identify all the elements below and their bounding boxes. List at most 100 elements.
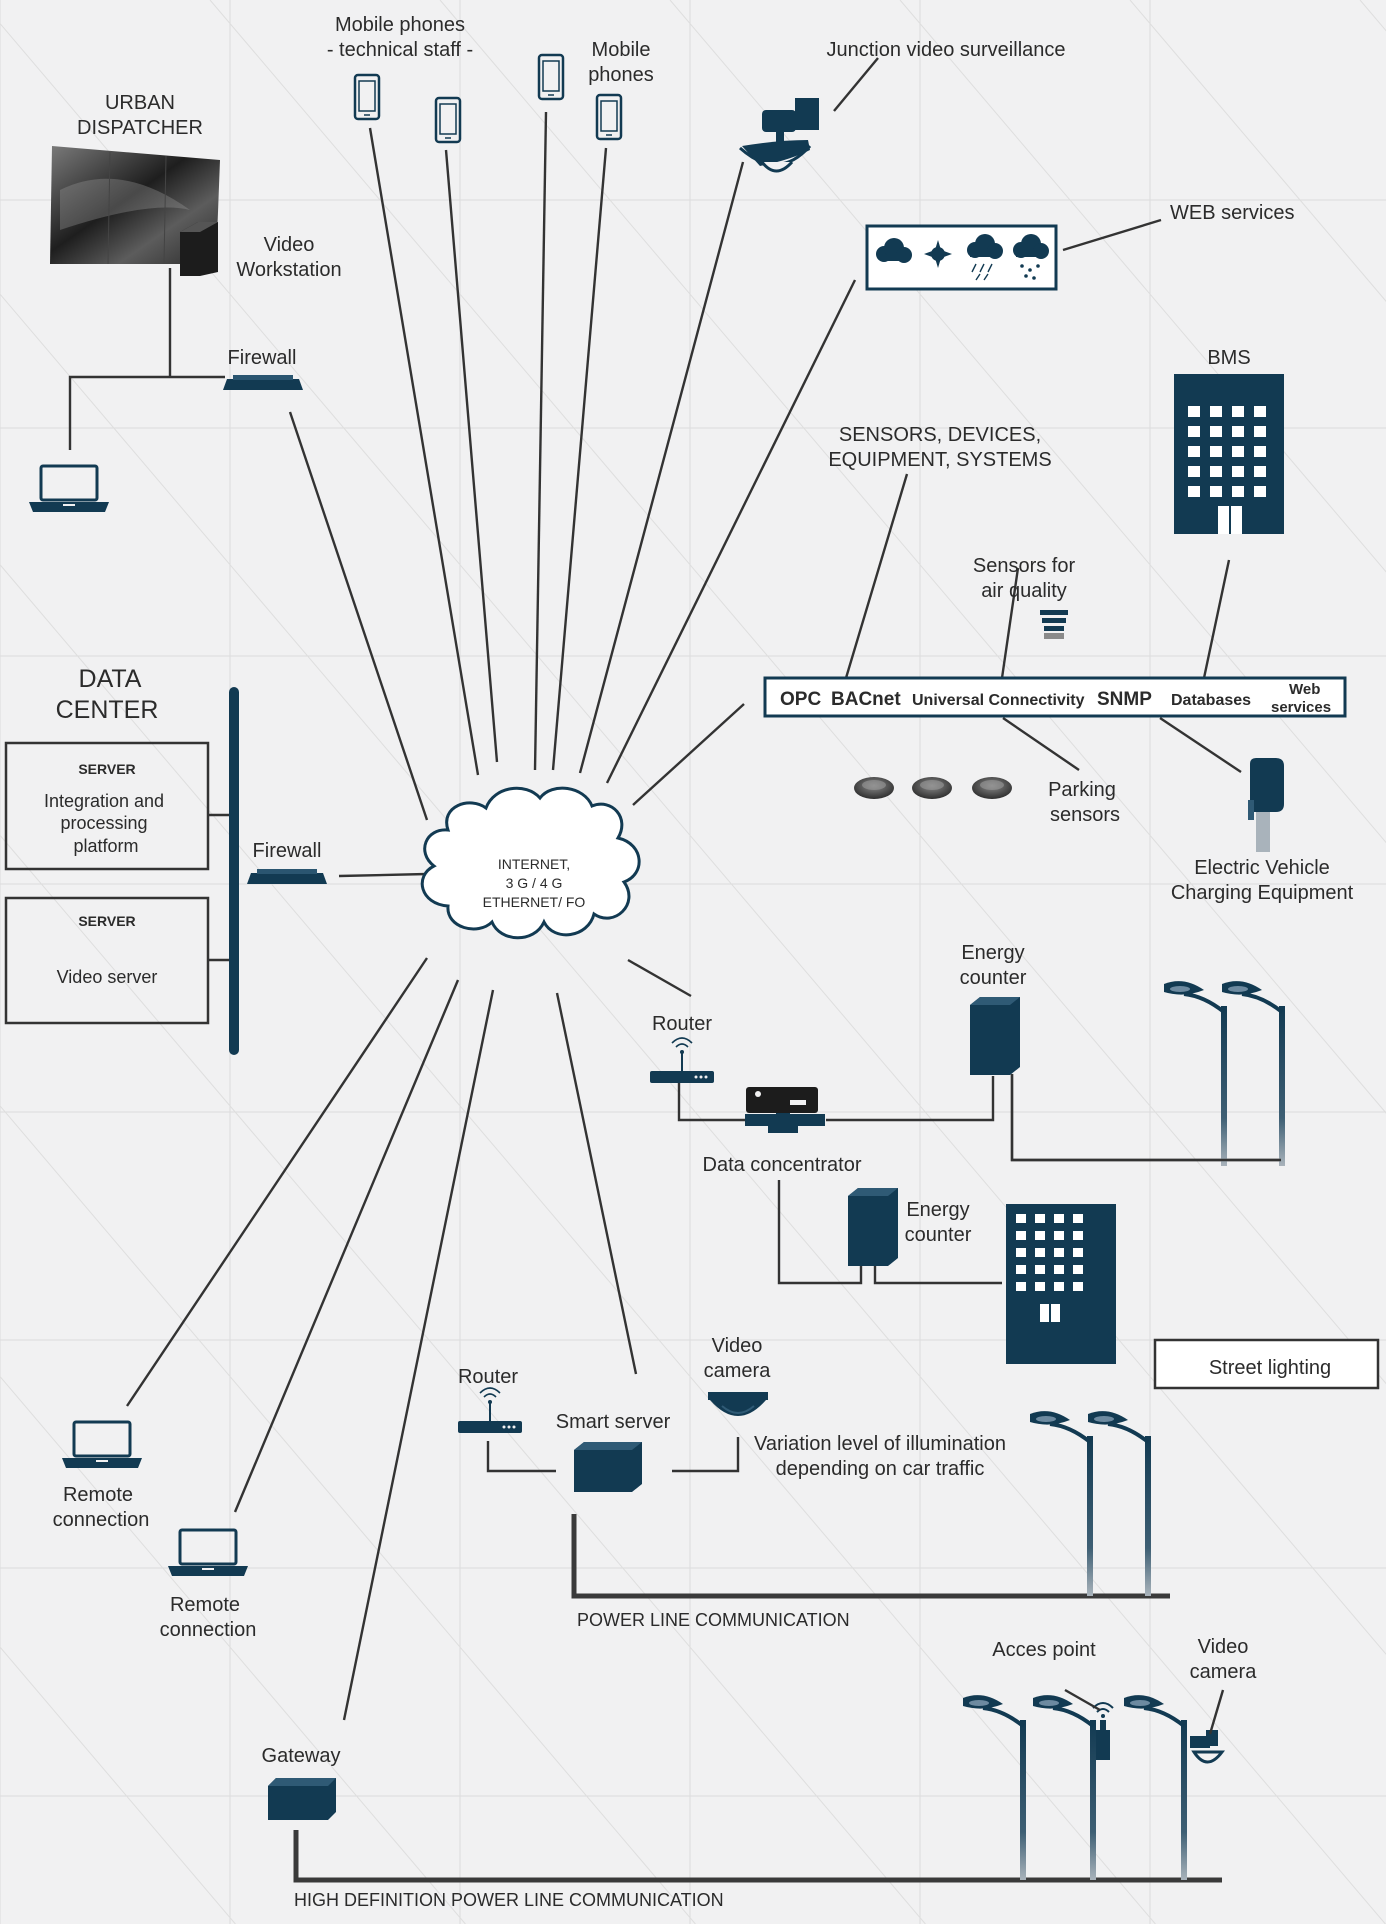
street-lighting-box (1153, 1338, 1380, 1390)
street-lighting-label: Street lighting (1209, 1357, 1331, 1379)
server1-body-1: Integration and (44, 791, 164, 811)
video-workstation-label-2: Workstation (236, 259, 341, 281)
protocol-bacnet: BACnet (831, 689, 901, 710)
cloud-label-3: ETHERNET/ FO (483, 894, 586, 910)
video-camera-1-label-1: Video (712, 1335, 763, 1357)
remote-2-label-2: connection (160, 1619, 257, 1641)
server2-heading: SERVER (78, 913, 135, 929)
laptop-icon (166, 1528, 250, 1578)
plc-label: POWER LINE COMMUNICATION (577, 1610, 850, 1630)
variation-label-1: Variation level of illumination (754, 1433, 1006, 1455)
protocol-universal: Universal Connectivity (912, 692, 1085, 709)
workstation-icon (180, 222, 218, 276)
server-box-video (4, 896, 210, 1025)
bms-label: BMS (1207, 347, 1250, 369)
mobile-phones-label-2: phones (588, 64, 654, 86)
firewall-icon (223, 375, 303, 390)
server2-body: Video server (57, 967, 158, 987)
video-camera-2-label-2: camera (1190, 1661, 1258, 1683)
access-point-icon (1092, 1702, 1114, 1760)
protocol-snmp: SNMP (1097, 689, 1152, 710)
sensors-devices-label-2: EQUIPMENT, SYSTEMS (828, 449, 1051, 471)
bus-lines (229, 687, 1222, 1883)
cloud-label-2: 3 G / 4 G (506, 875, 563, 891)
streetlight-icon (1122, 1693, 1189, 1882)
firewall-top-label: Firewall (228, 347, 297, 369)
weather-icon (865, 224, 1058, 291)
gateway-icon (268, 1778, 336, 1820)
cloud-label-1: INTERNET, (498, 856, 570, 872)
phone-icon (537, 53, 565, 101)
protocol-web: Web (1289, 681, 1320, 698)
server1-body-3: platform (73, 836, 138, 856)
ptz-camera-icon (739, 98, 819, 173)
sensors-devices-label-1: SENSORS, DEVICES, (839, 424, 1041, 446)
data-center-label-1: DATA (79, 665, 142, 693)
air-quality-sensor-icon (1040, 610, 1068, 639)
ev-label-2: Charging Equipment (1171, 882, 1354, 904)
connection-lines (68, 57, 1281, 1721)
parking-sensor-icon (972, 777, 1012, 799)
server1-heading: SERVER (78, 761, 135, 777)
mobile-phones-label-1: Mobile (592, 39, 651, 61)
variation-label-2: depending on car traffic (776, 1458, 985, 1480)
server1-body-2: processing (60, 813, 147, 833)
data-center-label-2: CENTER (56, 696, 159, 724)
data-concentrator-icon (745, 1087, 825, 1133)
router-1-label: Router (652, 1013, 712, 1035)
urban-dispatcher-label-2: DISPATCHER (77, 117, 203, 139)
router-icon (457, 1387, 523, 1434)
ev-label-1: Electric Vehicle (1194, 857, 1330, 879)
air-quality-label-1: Sensors for (973, 555, 1076, 577)
energy-counter-2-label-1: Energy (906, 1199, 969, 1221)
router-2-label: Router (458, 1366, 518, 1388)
protocol-databases: Databases (1171, 692, 1251, 709)
laptop-icon (27, 464, 111, 514)
building-icon (1174, 374, 1284, 534)
parking-sensor-icon (912, 777, 952, 799)
parking-sensor-icon (854, 777, 894, 799)
junction-label: Junction video surveillance (826, 39, 1065, 61)
energy-meter-icon (848, 1188, 898, 1266)
remote-1-label-1: Remote (63, 1484, 133, 1506)
building-icon (1006, 1204, 1116, 1364)
firewall-icon (247, 869, 327, 884)
parking-label-2: sensors (1050, 804, 1120, 826)
remote-1-label-2: connection (53, 1509, 150, 1531)
dome-camera-icon (707, 1391, 769, 1417)
server-box-integration (4, 741, 210, 871)
phone-icon (434, 96, 462, 144)
parking-label-1: Parking (1048, 779, 1116, 801)
energy-counter-1-label-1: Energy (961, 942, 1024, 964)
streetlight-icon (1162, 979, 1229, 1168)
data-concentrator-label: Data concentrator (703, 1154, 862, 1176)
protocol-services: services (1271, 699, 1331, 716)
gateway-label: Gateway (262, 1745, 341, 1767)
hdplc-label: HIGH DEFINITION POWER LINE COMMUNICATION (294, 1890, 724, 1910)
labels: Mobile phones - technical staff - Mobile… (44, 14, 1354, 1910)
video-workstation-label-1: Video (264, 234, 315, 256)
web-services-label: WEB services (1170, 202, 1294, 224)
energy-counter-1-label-2: counter (960, 967, 1027, 989)
phone-icon (353, 73, 381, 121)
video-wall-icon (50, 146, 220, 265)
streetlight-icon (961, 1693, 1028, 1882)
router-icon (649, 1037, 715, 1084)
firewall-dc-label: Firewall (253, 840, 322, 862)
access-point-label: Acces point (992, 1639, 1096, 1661)
urban-dispatcher-label-1: URBAN (105, 92, 175, 114)
air-quality-label-2: air quality (981, 580, 1067, 602)
mobile-staff-label-1: Mobile phones (335, 14, 465, 36)
cloud-icon (420, 786, 641, 940)
mobile-staff-label-2: - technical staff - (327, 39, 473, 61)
video-camera-2-label-1: Video (1198, 1636, 1249, 1658)
phone-icon (595, 93, 623, 141)
energy-counter-2-label-2: counter (905, 1224, 972, 1246)
protocol-panel: OPC BACnet Universal Connectivity SNMP D… (763, 676, 1347, 718)
smart-server-label: Smart server (556, 1411, 671, 1433)
video-camera-1-label-2: camera (704, 1360, 772, 1382)
laptop-icon (60, 1420, 144, 1470)
streetlight-icon (1220, 979, 1287, 1168)
